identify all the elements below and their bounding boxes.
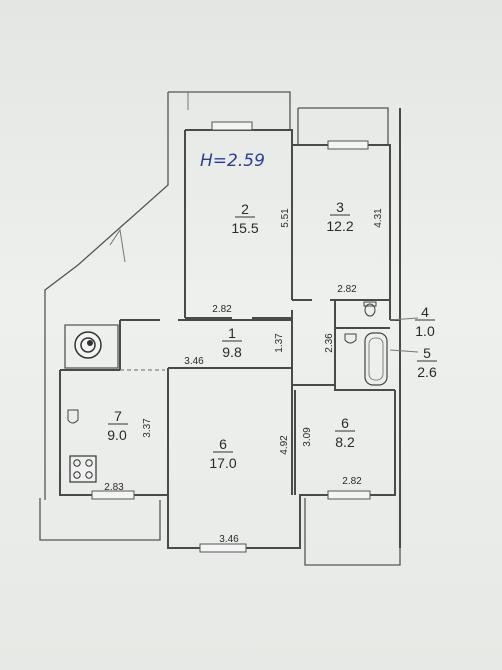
room-7-label: 7 9.0 (107, 408, 128, 443)
dim-room6a-width: 3.46 (219, 534, 239, 545)
stove-icon (69, 455, 97, 483)
room-area: 17.0 (209, 455, 236, 471)
dim-room2-length: 5.51 (280, 208, 291, 228)
dim-bath-depth: 2.36 (324, 333, 335, 353)
bathtub-icon (364, 332, 388, 386)
kitchen-sink-icon (67, 409, 79, 424)
room-area: 12.2 (326, 218, 353, 234)
window-room-2 (211, 121, 253, 131)
room-area: 8.2 (335, 434, 355, 450)
room-area: 1.0 (415, 323, 435, 339)
balcony-top-right (297, 107, 389, 145)
room-number: 7 (114, 408, 122, 424)
loggia-wall (44, 130, 169, 500)
room-number: 5 (423, 345, 431, 361)
balcony-bottom-right (304, 498, 401, 566)
room-number: 6 (219, 436, 227, 452)
room-number: 6 (341, 415, 349, 431)
dim-hall-depth: 1.37 (274, 333, 285, 353)
dim-hall-width: 3.46 (184, 356, 204, 367)
window-room-3 (327, 140, 369, 150)
dim-room3-length: 4.31 (373, 208, 384, 228)
window-living (199, 543, 247, 553)
room-number: 2 (241, 201, 249, 217)
leader-lines (389, 317, 419, 353)
water-heater-icon (74, 331, 102, 359)
dim-room2-width: 2.82 (212, 304, 232, 315)
dim-kitchen-width: 2.83 (104, 482, 124, 493)
room-number: 3 (336, 199, 344, 215)
window-kitchen (91, 490, 135, 500)
balcony-bottom-left (39, 498, 161, 541)
balcony-top-left (167, 91, 291, 130)
room-6a-label: 6 17.0 (209, 436, 236, 471)
sink-icon (344, 333, 357, 344)
room-3-label: 3 12.2 (326, 199, 353, 234)
room-area: 15.5 (231, 220, 258, 236)
dim-room6a-length: 4.92 (279, 435, 290, 455)
room-number: 1 (228, 325, 236, 341)
dim-room6b-width: 2.82 (342, 476, 362, 487)
room-4-label: 4 1.0 (415, 304, 435, 339)
toilet-icon (363, 301, 377, 317)
room-6b-label: 6 8.2 (335, 415, 355, 450)
dim-room6b-length: 3.09 (302, 427, 313, 447)
dim-room3-width: 2.82 (337, 284, 357, 295)
ceiling-height-note: H=2.59 (200, 151, 265, 171)
room-2-label: 2 15.5 (231, 201, 258, 236)
room-area: 9.0 (107, 427, 127, 443)
room-number: 4 (421, 304, 429, 320)
interior-walls (60, 145, 395, 495)
room-area: 2.6 (417, 364, 437, 380)
room-5-label: 5 2.6 (417, 345, 437, 380)
windows (91, 121, 371, 553)
room-1-label: 1 9.8 (222, 325, 242, 360)
room-area: 9.8 (222, 344, 242, 360)
dim-kitchen-length: 3.37 (142, 418, 153, 438)
window-room-6b (327, 490, 371, 500)
